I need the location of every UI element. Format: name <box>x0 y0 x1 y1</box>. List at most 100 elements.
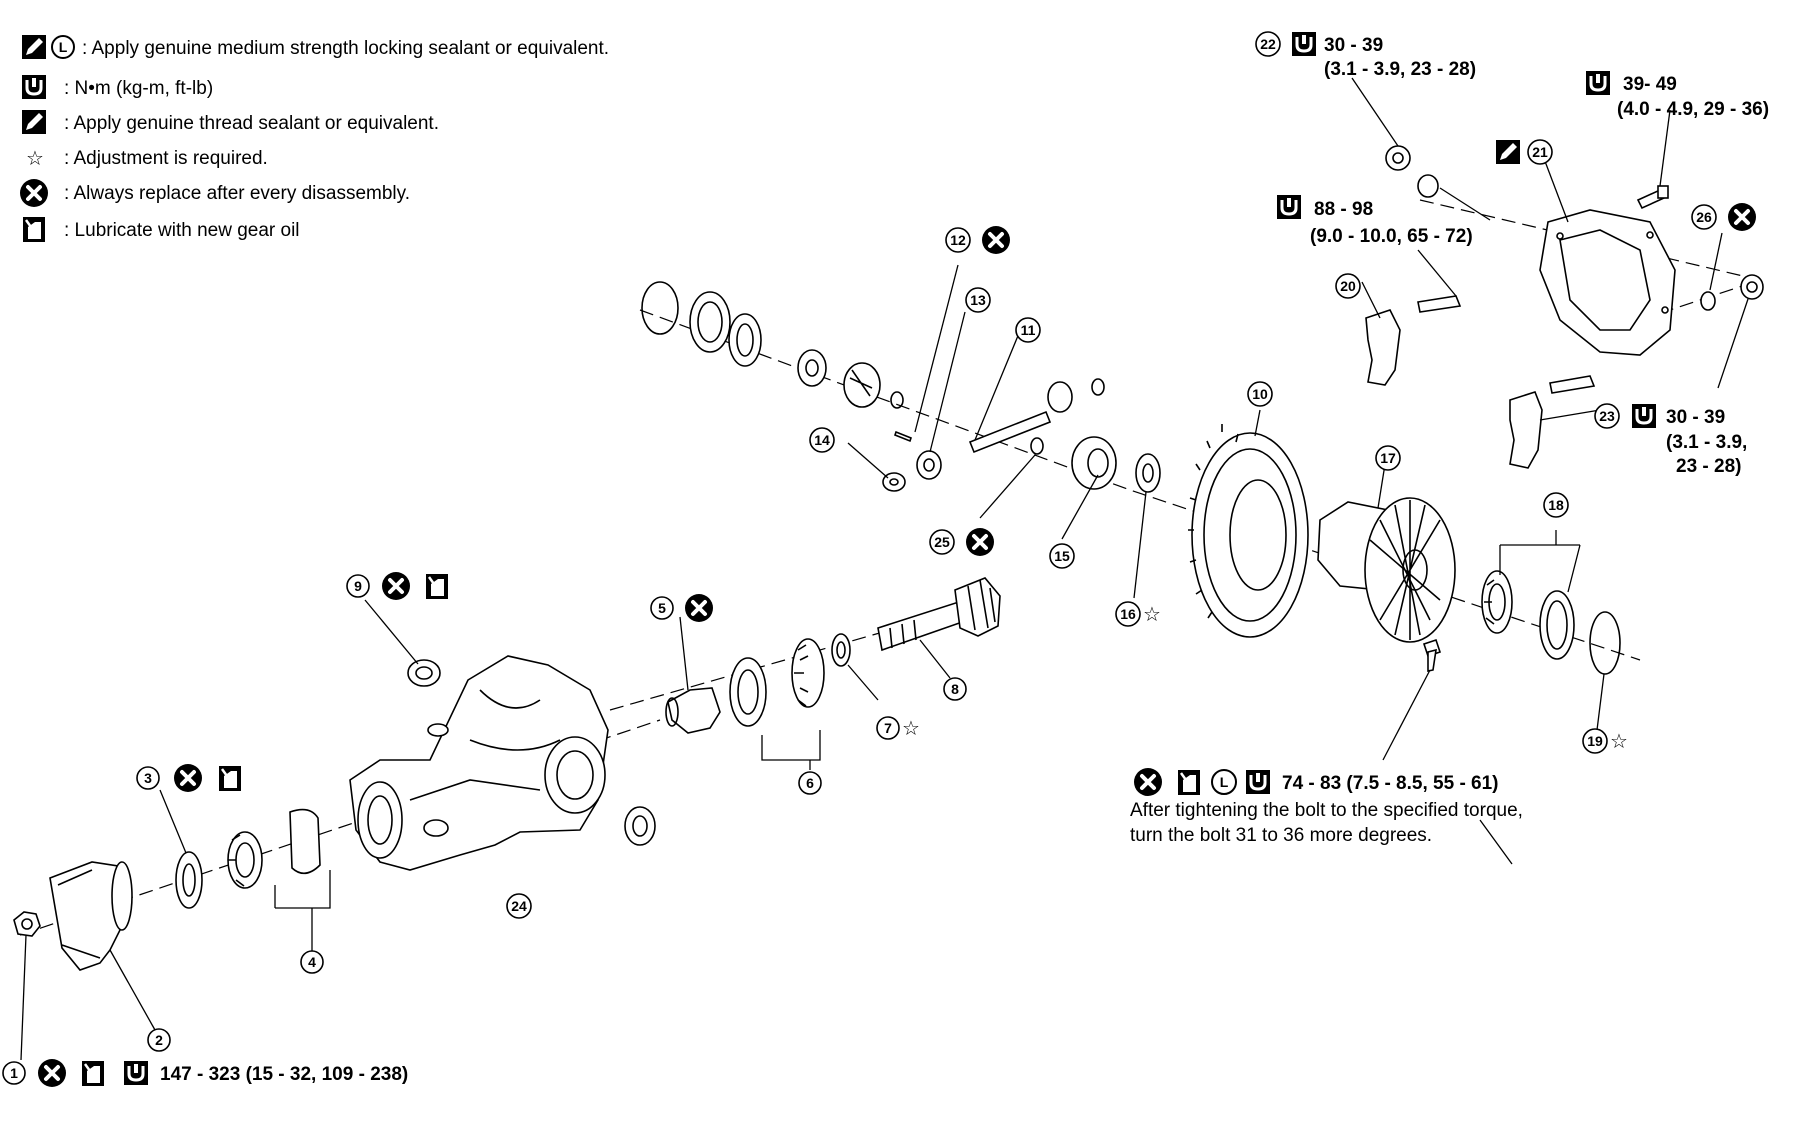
part-companion-flange <box>49 861 133 971</box>
callout-part-22: 22 <box>1255 31 1281 57</box>
part-pinion-front-bearing <box>227 808 321 889</box>
replace-x-icon <box>1132 766 1164 798</box>
svg-text:24: 24 <box>511 898 527 914</box>
legend-text: : Lubricate with new gear oil <box>64 220 300 241</box>
torque-spec-20: 88 - 98 <box>1314 199 1373 220</box>
torque-spec-23-detail-2: 23 - 28) <box>1676 456 1741 477</box>
part-pinion-thrust-washer <box>882 472 906 492</box>
callout-part-17: 17 <box>1375 445 1401 471</box>
legend-text: : Apply genuine thread sealant or equiva… <box>64 113 439 134</box>
torque-wrench-icon <box>1244 768 1272 796</box>
torque-spec-23-detail: (3.1 - 3.9, <box>1666 432 1747 453</box>
svg-text:22: 22 <box>1260 36 1276 52</box>
part-drive-gear-bolt <box>1422 638 1442 672</box>
replace-x-icon <box>380 570 412 602</box>
replace-x-icon <box>964 526 996 558</box>
oil-can-icon <box>1176 768 1202 797</box>
callout-part-15: 15 <box>1049 543 1075 569</box>
torque-wrench-icon <box>122 1059 150 1087</box>
svg-text:26: 26 <box>1696 209 1712 225</box>
star-icon: ☆ <box>902 716 920 740</box>
svg-text:25: 25 <box>934 534 950 550</box>
svg-text:17: 17 <box>1380 450 1396 466</box>
replace-x-icon <box>1726 201 1758 233</box>
assembly-axis-lines <box>19 199 1761 936</box>
part-rear-cover-bolt <box>1636 185 1669 210</box>
svg-text:6: 6 <box>806 775 814 791</box>
svg-text:L: L <box>59 39 68 55</box>
legend-row-locking-sealant: L : Apply genuine medium strength lockin… <box>22 35 609 59</box>
callout-part-10: 10 <box>1247 381 1273 407</box>
oil-can-icon <box>21 215 47 244</box>
torque-wrench-icon <box>1584 69 1612 97</box>
svg-text:8: 8 <box>951 681 959 697</box>
callout-part-2: 2 <box>147 1028 171 1052</box>
svg-text:15: 15 <box>1054 548 1070 564</box>
callout-part-5: 5 <box>650 596 674 620</box>
callout-part-4: 4 <box>300 950 324 974</box>
part-front-oil-seal <box>175 851 203 909</box>
star-icon: ☆ <box>1610 729 1628 753</box>
part-pinion-rear-bearing <box>729 638 825 727</box>
part-side-bearing-shim <box>1589 611 1621 675</box>
part-side-gear-assembly-left <box>641 281 904 409</box>
part-drain-plug <box>1700 274 1764 311</box>
callout-part-1: 1 <box>2 1061 26 1085</box>
part-drive-pinion <box>877 577 1001 652</box>
svg-text:14: 14 <box>814 432 830 448</box>
svg-text:10: 10 <box>1252 386 1268 402</box>
svg-text:9: 9 <box>354 578 362 594</box>
callout-part-21: 21 <box>1527 139 1553 165</box>
locking-sealant-icon: L <box>22 35 75 59</box>
torque-wrench-icon <box>1275 193 1303 221</box>
part-drive-gear <box>1188 424 1309 638</box>
svg-text:1: 1 <box>10 1065 18 1081</box>
callout-part-6: 6 <box>798 771 822 795</box>
part-gear-carrier <box>349 655 609 871</box>
callout-part-11: 11 <box>1015 317 1041 343</box>
callout-part-24: 24 <box>506 893 532 919</box>
replace-x-icon <box>36 1057 68 1089</box>
svg-text:23: 23 <box>1599 408 1615 424</box>
part-side-bearing-cap <box>1365 295 1596 469</box>
svg-text:18: 18 <box>1548 497 1564 513</box>
part-filler-plug <box>1385 145 1439 198</box>
callout-part-7: 7 <box>876 716 900 740</box>
legend: L : Apply genuine medium strength lockin… <box>18 35 609 244</box>
locking-sealant-icon: L <box>1211 769 1237 795</box>
legend-row-lubricate: : Lubricate with new gear oil <box>21 215 300 244</box>
torque-wrench-icon <box>1630 402 1658 430</box>
legend-text: : Adjustment is required. <box>64 148 268 169</box>
thread-sealant-icon <box>22 110 46 134</box>
drive-gear-bolt-note-1: After tightening the bolt to the specifi… <box>1130 800 1523 821</box>
svg-text:16: 16 <box>1120 606 1136 622</box>
torque-spec-22-detail: (3.1 - 3.9, 23 - 28) <box>1324 59 1476 80</box>
torque-spec-cover-bolt: 39- 49 <box>1623 74 1677 95</box>
oil-can-icon <box>80 1059 106 1088</box>
torque-spec-cover-bolt-detail: (4.0 - 4.9, 29 - 36) <box>1617 99 1769 120</box>
torque-spec-20-detail: (9.0 - 10.0, 65 - 72) <box>1310 226 1473 247</box>
callout-part-18: 18 <box>1543 492 1569 518</box>
callout-part-26: 26 <box>1691 204 1717 230</box>
svg-text:2: 2 <box>155 1032 163 1048</box>
svg-text:4: 4 <box>308 954 316 970</box>
callout-part-13: 13 <box>965 287 991 313</box>
svg-text:3: 3 <box>144 770 152 786</box>
svg-text:13: 13 <box>970 292 986 308</box>
svg-text:11: 11 <box>1021 322 1036 338</box>
callout-part-23: 23 <box>1594 403 1620 429</box>
callout-part-3: 3 <box>136 766 160 790</box>
torque-spec-22: 30 - 39 <box>1324 35 1383 56</box>
callout-part-16: 16 <box>1115 601 1141 627</box>
part-side-thrust-washer <box>1135 453 1161 493</box>
callout-part-8: 8 <box>943 677 967 701</box>
star-icon: ☆ <box>1143 602 1161 626</box>
legend-text: : Apply genuine medium strength locking … <box>82 38 609 59</box>
part-lock-pin <box>894 430 912 443</box>
part-pinion-mate-gear <box>916 378 1105 480</box>
part-pinion-mate-washer <box>1030 437 1044 455</box>
callout-part-19: 19 <box>1582 728 1608 754</box>
replace-x-icon <box>18 177 50 209</box>
torque-wrench-icon <box>1290 30 1318 58</box>
torque-spec-drive-gear-bolt: 74 - 83 (7.5 - 8.5, 55 - 61) <box>1282 773 1499 794</box>
